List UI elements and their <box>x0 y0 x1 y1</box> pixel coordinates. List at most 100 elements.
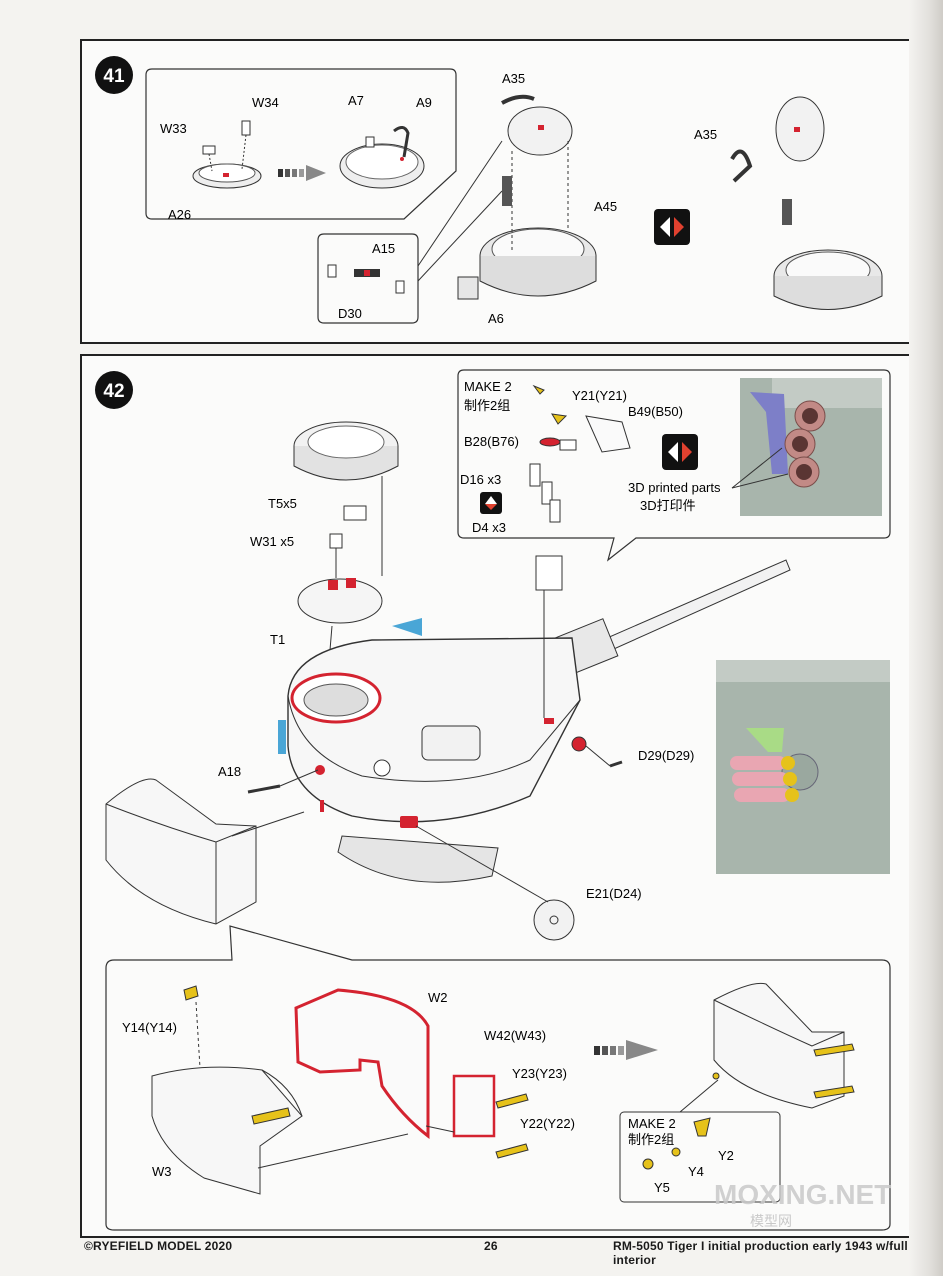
label-a26: A26 <box>168 207 191 222</box>
callout-box-bin-detail <box>105 925 891 1231</box>
label-y22: Y22(Y22) <box>520 1116 575 1131</box>
page-edge-shadow <box>909 0 943 1276</box>
label-t1: T1 <box>270 632 285 647</box>
footer-copyright: ©RYEFIELD MODEL 2020 <box>84 1239 233 1253</box>
label-b28: B28(B76) <box>464 434 519 449</box>
label-y2: Y2 <box>718 1148 734 1163</box>
part-b49 <box>585 415 631 453</box>
label-a35-alt: A35 <box>694 127 717 142</box>
part-turret-bin <box>105 778 257 925</box>
part-w33 <box>202 145 216 155</box>
label-a35: A35 <box>502 71 525 86</box>
label-w42: W42(W43) <box>484 1028 546 1043</box>
sequence-arrow-icon-2 <box>594 1040 658 1060</box>
label-y21: Y21(Y21) <box>572 388 627 403</box>
e21-mount-highlight <box>400 816 418 828</box>
label-b49: B49(B50) <box>628 404 683 419</box>
flip-view-icon-exhaust <box>662 434 698 470</box>
part-d30-left <box>327 264 337 278</box>
part-y5 <box>642 1158 654 1170</box>
part-top-plate <box>507 106 573 156</box>
part-a18 <box>247 784 281 794</box>
callout-box-exhaust <box>457 369 891 562</box>
part-w34 <box>241 120 251 136</box>
render-exhaust-side-photo <box>716 660 890 874</box>
callout-box-a15 <box>317 233 419 324</box>
step-41-panel: 41 W33 W34 A26 A7 A9 A15 D30 A35 A45 A6 <box>80 39 912 344</box>
part-blue-highlight-side <box>278 720 286 754</box>
footer-product: RM-5050 Tiger I initial production early… <box>613 1239 908 1267</box>
part-y4 <box>671 1147 681 1157</box>
label-a15: A15 <box>372 241 395 256</box>
render-exhaust-photo <box>740 378 882 516</box>
callout-box-make-2-bottom <box>619 1111 781 1203</box>
part-bin-assembled <box>713 982 845 1109</box>
part-y14 <box>183 985 199 1001</box>
part-exhaust-bracket <box>535 555 563 591</box>
part-y2 <box>693 1117 711 1137</box>
label-w33: W33 <box>160 121 187 136</box>
part-w3-clip <box>251 1107 291 1125</box>
part-w31 <box>329 533 343 549</box>
part-blue-highlight-top <box>392 618 422 636</box>
part-t5 <box>343 505 367 521</box>
label-3d-printed-en: 3D printed parts <box>628 480 721 495</box>
label-d29: D29(D29) <box>638 748 694 763</box>
label-e21: E21(D24) <box>586 886 642 901</box>
watermark-sub: 模型网 <box>750 1213 792 1229</box>
part-e21 <box>533 899 575 941</box>
callout-box-a26 <box>145 68 457 220</box>
footer-page-number: 26 <box>484 1239 498 1253</box>
watermark-main: MOXING.NET <box>714 1179 891 1210</box>
part-a35 <box>501 94 535 105</box>
label-w3: W3 <box>152 1164 172 1179</box>
label-y14: Y14(Y14) <box>122 1020 177 1035</box>
label-w34: W34 <box>252 95 279 110</box>
part-w3 <box>151 1066 303 1195</box>
part-a35-rear <box>730 149 753 183</box>
label-make-2-top: MAKE 2 <box>464 379 512 394</box>
part-a7 <box>365 136 375 148</box>
step-41-number: 41 <box>103 66 125 87</box>
step-42-badge <box>95 371 133 409</box>
part-y21 <box>551 413 568 425</box>
label-y23: Y23(Y23) <box>512 1066 567 1081</box>
part-d30-right <box>395 280 405 294</box>
label-3d-printed-cn: 3D打印件 <box>640 498 696 513</box>
part-w42 <box>452 1074 496 1138</box>
part-y23 <box>495 1093 529 1109</box>
part-turret-floor <box>337 835 499 883</box>
step-41-badge <box>95 56 133 94</box>
label-a18: A18 <box>218 764 241 779</box>
part-t1 <box>297 578 383 624</box>
label-make-2-cn-top: 制作2组 <box>464 398 510 413</box>
label-t5: T5x5 <box>268 496 297 511</box>
part-d29 <box>609 760 623 768</box>
part-b28 <box>539 437 561 447</box>
part-loader-hatch <box>421 725 481 761</box>
label-a9: A9 <box>416 95 432 110</box>
label-w2: W2 <box>428 990 448 1005</box>
part-y22 <box>495 1143 529 1159</box>
part-d16-b <box>541 481 553 505</box>
flip-view-icon <box>654 209 690 245</box>
part-w2 <box>294 988 430 1140</box>
part-a9 <box>393 126 410 158</box>
step-42-number: 42 <box>103 381 124 402</box>
step-41-drawing: 41 W33 W34 A26 A7 A9 A15 D30 A35 A45 A6 <box>95 56 883 326</box>
label-y5: Y5 <box>654 1180 670 1195</box>
step-42-drawing: 42 MAKE 2 制作2组 Y21(Y21) B49(B50) B28(B76… <box>95 369 891 1231</box>
d29-mount-highlight <box>571 736 587 752</box>
label-make-2-bottom: MAKE 2 <box>628 1116 676 1131</box>
label-a7: A7 <box>348 93 364 108</box>
flip-icon-d4 <box>480 492 502 514</box>
label-w31: W31 x5 <box>250 534 294 549</box>
label-d30: D30 <box>338 306 362 321</box>
label-make-2-cn-bottom: 制作2组 <box>628 1132 674 1147</box>
label-a6: A6 <box>488 311 504 326</box>
sequence-arrow-icon <box>278 165 326 181</box>
label-y4: Y4 <box>688 1164 704 1179</box>
label-a45: A45 <box>594 199 617 214</box>
part-d16-c <box>549 499 561 523</box>
part-d16-a <box>529 463 541 487</box>
